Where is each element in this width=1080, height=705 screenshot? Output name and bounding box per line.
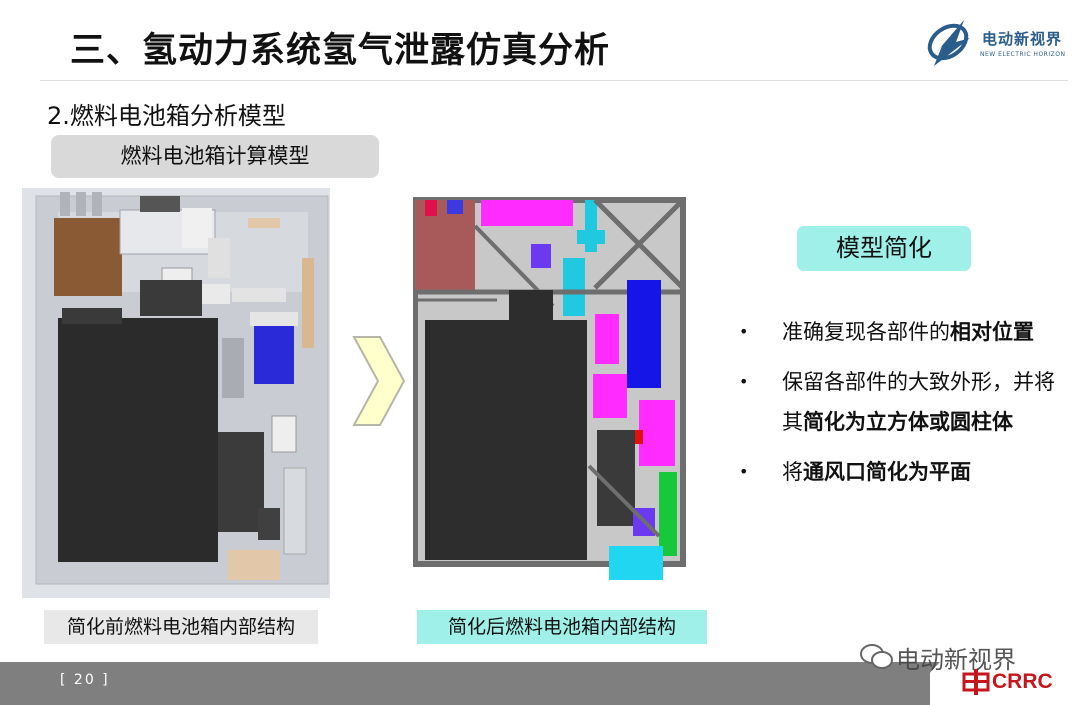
logo-chinese-text: 电动新视界: [982, 30, 1063, 48]
transition-arrow-icon: [350, 335, 406, 431]
crrc-logo-icon: [962, 668, 990, 700]
bullet-dot-icon: •: [739, 372, 749, 391]
crrc-logo-text: CRRC: [992, 670, 1053, 693]
wechat-icon: [860, 643, 894, 675]
watermark-text: 电动新视界: [896, 646, 1016, 674]
bullet-item: • 保留各部件的大致外形，并将其简化为立方体或圆柱体: [734, 362, 1064, 442]
caption-before: 简化前燃料电池箱内部结构: [44, 610, 318, 644]
logo-swoosh-icon: [927, 20, 970, 66]
bullet-item: • 准确复现各部件的相对位置: [734, 312, 1064, 352]
bullet-dot-icon: •: [739, 322, 749, 341]
simplified-structure-image: [413, 196, 689, 583]
slide-title: 三、氢动力系统氢气泄露仿真分析: [70, 31, 611, 71]
bullet-emphasis: 相对位置: [950, 320, 1034, 344]
calc-model-label: 燃料电池箱计算模型: [51, 135, 379, 178]
title-divider: [40, 80, 1068, 81]
bullet-text: 保留各部件的大致外形，并将其: [782, 370, 1055, 434]
footer-bar: [0, 662, 930, 705]
section-heading: 2.燃料电池箱分析模型: [47, 102, 286, 130]
bullet-emphasis: 简化为立方体或圆柱体: [803, 410, 1013, 434]
original-structure-image: [22, 188, 330, 598]
model-simplify-label: 模型简化: [797, 226, 971, 271]
logo-english-text: NEW ELECTRIC HORIZON: [980, 51, 1066, 58]
bullet-dot-icon: •: [739, 462, 749, 481]
page-number: [ 20 ]: [60, 672, 110, 688]
bullet-item: • 将通风口简化为平面: [734, 452, 1064, 492]
footer-bar-edge: [900, 662, 940, 705]
bullet-list: • 准确复现各部件的相对位置 • 保留各部件的大致外形，并将其简化为立方体或圆柱…: [734, 312, 1064, 502]
bullet-text: 将: [782, 460, 803, 484]
bullet-text: 准确复现各部件的: [782, 320, 950, 344]
brand-logo: 电动新视界 NEW ELECTRIC HORIZON: [920, 14, 1070, 70]
caption-after: 简化后燃料电池箱内部结构: [417, 610, 707, 644]
bullet-emphasis: 通风口简化为平面: [803, 460, 971, 484]
